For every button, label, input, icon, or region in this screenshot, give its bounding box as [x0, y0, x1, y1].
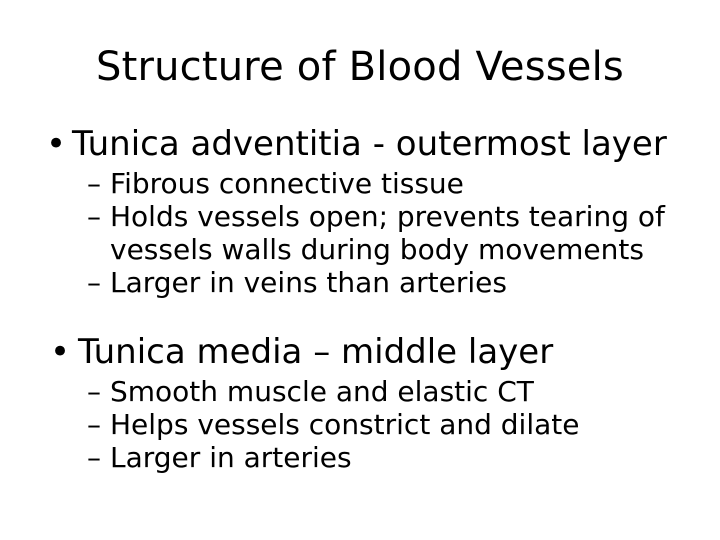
dash-icon: – [87, 375, 101, 408]
bullet-level1-1-text: Tunica adventitia - outermost layer [72, 124, 667, 164]
bullet-level2-2-1: – Smooth muscle and elastic CT [0, 375, 720, 408]
dash-icon: – [87, 266, 101, 299]
bullet-level2-2-3: – Larger in arteries [0, 441, 720, 474]
sub-bullets-2: – Smooth muscle and elastic CT – Helps v… [0, 375, 720, 474]
bullet-level2-1-3: – Larger in veins than arteries [0, 266, 720, 299]
dash-icon: – [87, 441, 101, 474]
bullet-level1-1: • Tunica adventitia - outermost layer [0, 124, 720, 164]
bullet-level1-2: • Tunica media – middle layer [0, 332, 720, 372]
bullet-level2-1-2-text: Holds vessels open; prevents tearing of … [110, 200, 665, 266]
bullet-level2-2-3-text: Larger in arteries [110, 441, 352, 474]
bullet-level2-1-1-text: Fibrous connective tissue [110, 167, 464, 200]
slide-body: • Tunica adventitia - outermost layer – … [0, 124, 720, 474]
dash-icon: – [87, 200, 101, 233]
dash-icon: – [87, 167, 101, 200]
bullet-level2-1-2: – Holds vessels open; prevents tearing o… [0, 200, 670, 266]
bullet-level2-1-3-text: Larger in veins than arteries [110, 266, 507, 299]
dash-icon: – [87, 408, 101, 441]
bullet-level2-1-1: – Fibrous connective tissue [0, 167, 720, 200]
bullet-dot-icon: • [46, 124, 67, 164]
bullet-level2-2-2-text: Helps vessels constrict and dilate [110, 408, 580, 441]
page-title: Structure of Blood Vessels [96, 44, 624, 90]
sub-bullets-1: – Fibrous connective tissue – Holds vess… [0, 167, 720, 299]
bullet-group-1: • Tunica adventitia - outermost layer – … [0, 124, 720, 299]
bullet-level2-2-2: – Helps vessels constrict and dilate [0, 408, 720, 441]
bullet-group-2: • Tunica media – middle layer – Smooth m… [0, 332, 720, 474]
group-spacer [0, 299, 720, 315]
bullet-level1-2-text: Tunica media – middle layer [78, 332, 554, 372]
bullet-level2-2-1-text: Smooth muscle and elastic CT [110, 375, 534, 408]
bullet-dot-icon: • [50, 332, 71, 372]
